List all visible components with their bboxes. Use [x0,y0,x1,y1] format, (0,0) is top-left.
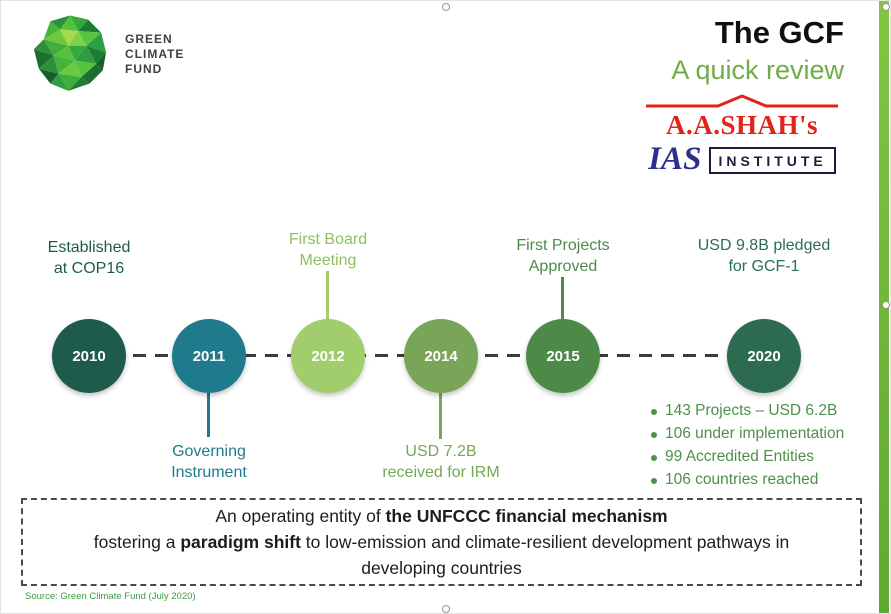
gcf-brand: GREEN CLIMATE FUND [29,13,184,95]
institute-logo: A.A.SHAH's IAS INSTITUTE [638,93,846,177]
brand-line: FUND [125,61,163,76]
brand-line: CLIMATE [125,46,185,61]
statement-text: An operating entity of the UNFCCC financ… [94,503,789,581]
selection-handle-right[interactable] [882,301,890,309]
timeline-year: 2012 [311,347,345,365]
bullet-text: 106 under implementation [665,425,845,442]
timeline-year: 2015 [546,347,580,365]
selection-handle-bottom[interactable] [442,605,450,613]
statement-bold: paradigm shift [180,532,301,552]
timeline-connector-2015 [561,277,564,319]
bullet-text: 143 Projects – USD 6.2B [665,402,838,419]
timeline-year: 2020 [747,347,781,365]
timeline-label-2015: First Projects Approved [516,237,610,275]
bullet-icon [651,409,657,415]
statement-part: An operating entity of [215,506,386,526]
timeline-connector-2014 [439,393,442,439]
timeline-node-2015: 2015 [526,319,600,393]
brand-line: GREEN [125,31,173,46]
statement-bold: the UNFCCC financial mechanism [385,506,668,526]
bullet-text: 99 Accredited Entities [665,448,815,465]
timeline-label-2010: Established at COP16 [47,239,131,277]
bullet-icon [651,432,657,438]
slide-title: The GCF [714,15,844,50]
brand-name: GREEN CLIMATE FUND [125,32,184,77]
timeline-year: 2011 [192,347,226,365]
gcf-stats-list: 143 Projects – USD 6.2B 106 under implem… [651,402,886,494]
timeline-year: 2014 [424,347,458,365]
institute-acronym: IAS [648,141,702,177]
statement-box: An operating entity of the UNFCCC financ… [21,498,862,586]
timeline-node-2012: 2012 [291,319,365,393]
statement-part: to low-emission and climate-resilient de… [300,532,790,552]
list-item: 143 Projects – USD 6.2B [651,402,886,420]
source-note: Source: Green Climate Fund (July 2020) [25,591,196,602]
selection-handle-top[interactable] [442,3,450,11]
bullet-text: 106 countries reached [665,471,819,488]
bullet-icon [651,478,657,484]
gcf-globe-logo [33,15,107,91]
timeline-node-2014: 2014 [404,319,478,393]
timeline-connector-2012 [326,271,329,319]
timeline-label-2014: USD 7.2B received for IRM [382,443,500,481]
statement-part: fostering a [93,532,181,552]
timeline-node-2011: 2011 [172,319,246,393]
timeline-node-2020: 2020 [727,319,801,393]
timeline-year: 2010 [72,347,106,365]
timeline-node-2010: 2010 [52,319,126,393]
institute-acronym-row: IAS INSTITUTE [638,141,846,177]
bullet-icon [651,455,657,461]
timeline-label-2012: First Board Meeting [288,231,368,269]
timeline-label-2011: Governing Instrument [171,443,247,481]
timeline-label-2020: USD 9.8B pledged for GCF-1 [697,237,831,275]
slide-subtitle: A quick review [671,55,844,85]
institute-name: A.A.SHAH's [665,110,819,140]
list-item: 106 countries reached [651,471,886,489]
institute-suffix: INSTITUTE [709,147,836,174]
list-item: 99 Accredited Entities [651,448,886,466]
statement-part: developing countries [361,558,522,578]
selection-handle-top-right[interactable] [882,3,890,11]
red-swoosh-icon [646,94,838,108]
list-item: 106 under implementation [651,425,886,443]
timeline-connector-2011 [207,393,210,437]
